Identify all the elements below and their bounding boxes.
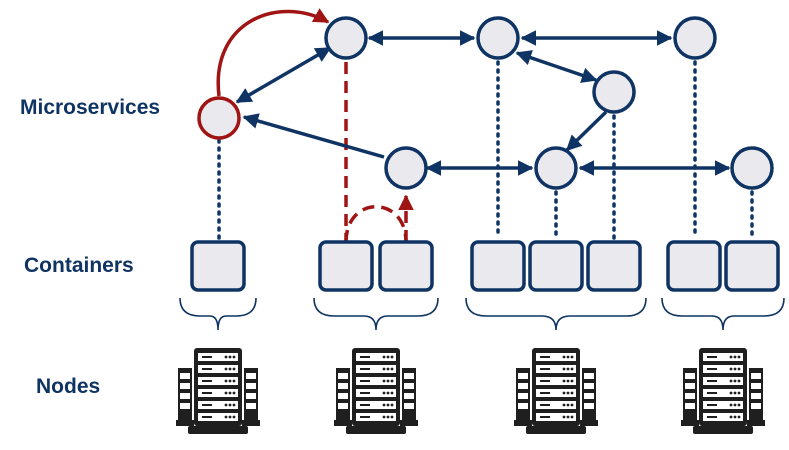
containers — [190, 240, 780, 292]
microservice-red — [197, 96, 241, 140]
microservice-d — [592, 70, 636, 114]
server-node-4 — [681, 348, 765, 434]
microservice-b — [476, 16, 520, 60]
microservice-nodes — [197, 16, 774, 190]
server-node-3 — [514, 348, 598, 434]
container — [470, 240, 526, 292]
microservice-a — [324, 16, 368, 60]
container — [190, 240, 246, 292]
containers-label: Containers — [24, 254, 134, 277]
microservice-g — [730, 146, 774, 190]
service-arrows — [235, 30, 731, 176]
server-node-2 — [334, 348, 418, 434]
dotted-links — [217, 60, 754, 240]
container — [378, 240, 434, 292]
red-dashed-links — [344, 62, 408, 243]
container — [666, 240, 722, 292]
container — [586, 240, 642, 292]
nodes-label: Nodes — [36, 375, 101, 398]
microservice-e — [384, 146, 428, 190]
microservice-f — [534, 146, 578, 190]
red-curved-arrow — [216, 8, 330, 97]
curly-braces — [179, 297, 785, 331]
server-node-1 — [176, 348, 260, 434]
container — [528, 240, 584, 292]
container — [724, 240, 780, 292]
container — [318, 240, 374, 292]
microservices-label: Microservices — [20, 96, 161, 119]
microservice-c — [673, 16, 717, 60]
